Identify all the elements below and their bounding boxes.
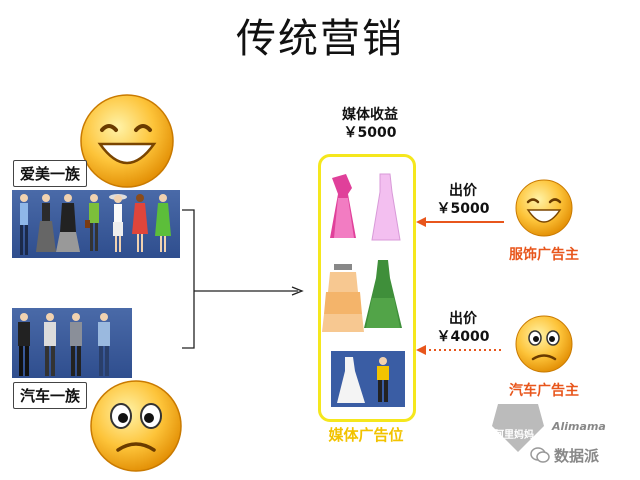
car-bid-value: ￥4000	[436, 329, 490, 345]
alimama-logo-text-right: Alimama	[552, 420, 606, 433]
wechat-account-text: 数据派	[554, 447, 600, 465]
model-figures-car	[18, 313, 110, 376]
apparel-ads-images	[322, 173, 402, 332]
page-title: 传统营销	[236, 16, 404, 62]
happy-face-icon	[80, 94, 174, 188]
apparel-bid-label: 出价	[449, 183, 477, 199]
apparel-advertiser-happy-icon	[515, 179, 573, 237]
media-revenue-label: 媒体收益	[342, 107, 398, 123]
apparel-bid-arrow-icon	[416, 217, 504, 227]
worried-face-icon	[90, 380, 182, 472]
car-bid-label: 出价	[449, 311, 477, 327]
merge-arrow-icon	[182, 209, 304, 349]
media-ad-slot-frame	[318, 154, 416, 422]
car-advertiser-name: 汽车广告主	[509, 383, 579, 399]
wechat-icon	[530, 447, 550, 463]
beauty-group-label: 爱美一族	[13, 160, 88, 187]
apparel-bid-value: ￥5000	[436, 201, 490, 217]
alimama-logo-text: 阿里妈妈	[494, 430, 534, 441]
beauty-group-image	[12, 190, 180, 258]
car-group-label: 汽车一族	[13, 382, 88, 409]
model-figures-beauty	[20, 194, 171, 255]
apparel-advertiser-name: 服饰广告主	[509, 247, 579, 263]
car-group-image	[12, 308, 132, 378]
car-ad-slot-image	[331, 351, 405, 407]
media-slot-label: 媒体广告位	[328, 426, 404, 444]
alimama-logo	[488, 400, 548, 454]
media-revenue-value: ￥5000	[343, 125, 397, 141]
car-bid-arrow-icon	[416, 345, 504, 355]
car-advertiser-worried-icon	[515, 315, 573, 373]
